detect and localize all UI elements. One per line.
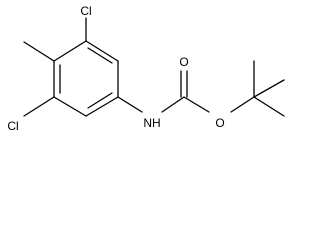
atom-label-carbonyl-o: O — [179, 55, 188, 69]
ester-o-tbutyl-bond — [230, 96, 255, 113]
carbonyl-ester-o-bond — [183, 96, 210, 113]
ring-double-bond-2 — [87, 92, 113, 109]
atom-label-ester-o: O — [215, 116, 224, 130]
ring-double-bond-1 — [87, 47, 113, 64]
tbutyl-methyl-right — [253, 79, 285, 98]
tbutyl-methyl-down — [253, 96, 285, 117]
atom-label-cl-bottom: Cl — [7, 119, 18, 133]
ring-bond-3 — [85, 96, 119, 117]
ring-bond-6 — [53, 40, 87, 62]
methyl-bond — [23, 41, 55, 62]
molecule-structure: Cl Cl NH O O — [7, 4, 285, 133]
atom-label-cl-top: Cl — [80, 4, 91, 18]
cl-bottom-bond — [23, 96, 55, 117]
ring-bond-4 — [53, 96, 87, 117]
nh-bond — [117, 96, 143, 113]
ring-bond-1 — [85, 40, 119, 62]
structure-diagram: Cl Cl NH O O — [7, 4, 285, 133]
atom-label-nh: NH — [143, 116, 160, 130]
nh-carbonyl-bond — [161, 96, 185, 113]
